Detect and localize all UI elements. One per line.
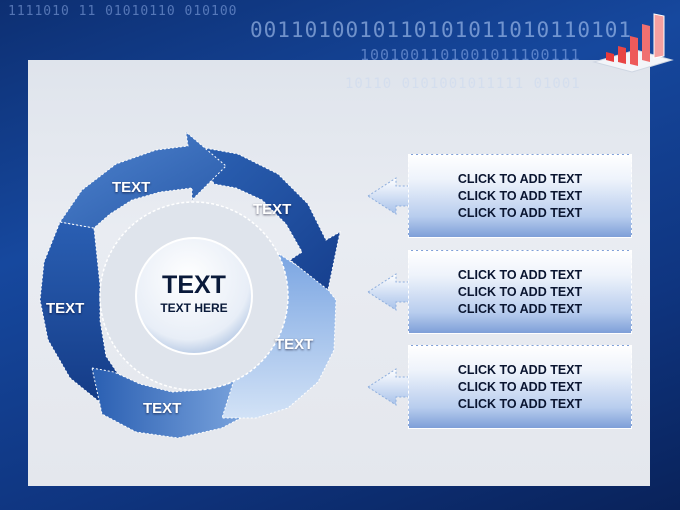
callout-text: CLICK TO ADD TEXT xyxy=(457,301,583,316)
binary-pattern: 1111010 11 01010110 010100 xyxy=(8,4,238,19)
cycle-segment-top xyxy=(59,130,227,229)
callout-text: CLICK TO ADD TEXT xyxy=(457,379,583,394)
callout-box-1[interactable]: CLICK TO ADD TEXT CLICK TO ADD TEXT CLIC… xyxy=(408,154,632,238)
cycle-segment-upper-right xyxy=(193,145,341,291)
segment-label-left: TEXT xyxy=(46,300,85,317)
segment-label-lower-right: TEXT xyxy=(275,336,314,353)
callout-arrow-2 xyxy=(367,273,411,311)
callout-text: CLICK TO ADD TEXT xyxy=(457,362,583,377)
callout-text: CLICK TO ADD TEXT xyxy=(457,171,583,186)
center-subtitle: TEXT HERE xyxy=(160,301,228,315)
bar-steps-logo-icon xyxy=(592,13,674,73)
callout-text: CLICK TO ADD TEXT xyxy=(457,267,583,282)
callout-arrow-1 xyxy=(367,177,411,215)
callout-text: CLICK TO ADD TEXT xyxy=(457,396,583,411)
center-title: TEXT xyxy=(162,271,226,299)
segment-label-upper-right: TEXT xyxy=(253,201,292,218)
callout-box-2[interactable]: CLICK TO ADD TEXT CLICK TO ADD TEXT CLIC… xyxy=(408,250,632,334)
callout-text: CLICK TO ADD TEXT xyxy=(457,284,583,299)
callout-arrow-3 xyxy=(367,368,411,406)
callout-text: CLICK TO ADD TEXT xyxy=(457,205,583,220)
binary-pattern: 0011010010110101011010110101 xyxy=(250,18,633,42)
callout-text: CLICK TO ADD TEXT xyxy=(457,188,583,203)
cycle-segment-left xyxy=(39,221,123,405)
binary-pattern: 10110 0101001011111 01001 xyxy=(345,76,581,92)
center-circle xyxy=(135,237,253,355)
binary-pattern: 1001001101001011100111 xyxy=(360,46,581,64)
segment-label-top: TEXT xyxy=(112,179,151,196)
callout-box-3[interactable]: CLICK TO ADD TEXT CLICK TO ADD TEXT CLIC… xyxy=(408,345,632,429)
segment-label-bottom: TEXT xyxy=(143,400,182,417)
